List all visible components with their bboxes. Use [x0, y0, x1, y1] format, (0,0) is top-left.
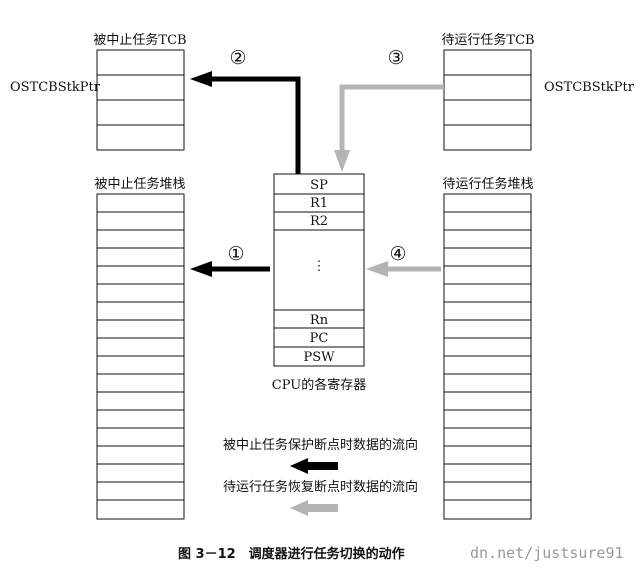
ready-tcb-box	[443, 49, 532, 151]
cpu-caption: CPU的各寄存器	[272, 377, 366, 393]
arrow-save-regs-to-stack	[190, 261, 270, 277]
register-psw: PSW	[303, 350, 335, 365]
suspended-tcb-box	[96, 49, 185, 151]
figure-caption: 图 3－12 调度器进行任务切换的动作	[178, 546, 405, 562]
register-ellipsis: ⋮	[313, 259, 326, 274]
step-4-marker: ④	[389, 243, 406, 265]
watermark-text: dn.net/justsure91	[470, 544, 624, 562]
legend-restore-label: 待运行任务恢复断点时数据的流向	[223, 479, 418, 495]
arrow-save-sp-to-tcb	[190, 71, 301, 174]
suspended-stack-title: 被中止任务堆栈	[94, 176, 185, 192]
ready-stack-title: 待运行任务堆栈	[442, 176, 533, 192]
register-r1: R1	[310, 196, 328, 211]
register-sp: SP	[310, 178, 328, 193]
register-pc: PC	[310, 331, 329, 346]
legend-save-arrow	[290, 458, 338, 474]
register-r2: R2	[310, 214, 328, 229]
step-3-marker: ③	[387, 47, 404, 69]
ready-stack	[443, 193, 532, 520]
ready-tcb-title: 待运行任务TCB	[441, 32, 534, 48]
step-2-marker: ②	[229, 47, 246, 69]
suspended-tcb-pointer-label: OSTCBStkPtr	[10, 80, 101, 95]
arrow-restore-tcb-to-sp	[334, 84, 444, 172]
suspended-stack	[96, 193, 185, 520]
step-1-marker: ①	[227, 243, 244, 265]
suspended-tcb-title: 被中止任务TCB	[93, 32, 186, 48]
ready-tcb-pointer-label: OSTCBStkPtr	[544, 80, 635, 95]
arrow-restore-stack-to-regs	[366, 261, 441, 277]
cpu-register-file	[273, 173, 365, 367]
legend-save-label: 被中止任务保护断点时数据的流向	[223, 437, 418, 453]
register-rn: Rn	[310, 313, 329, 328]
legend-restore-arrow	[290, 500, 338, 516]
